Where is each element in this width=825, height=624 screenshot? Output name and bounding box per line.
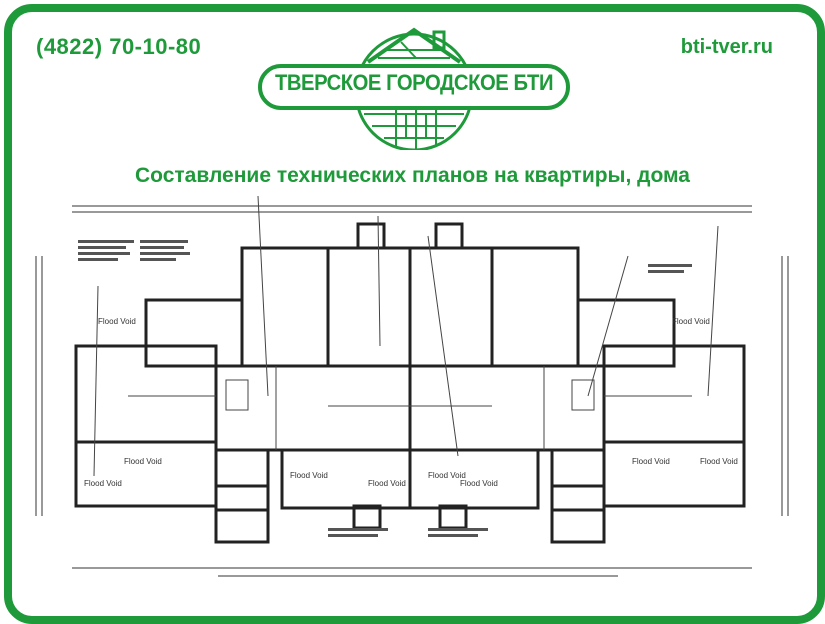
room-label: Flood Void <box>290 471 328 480</box>
room-label: Flood Void <box>700 457 738 466</box>
room-label: Flood Void <box>84 479 122 488</box>
room-label: Flood Void <box>460 479 498 488</box>
room-label: Flood Void <box>98 317 136 326</box>
room-label: Flood Void <box>124 457 162 466</box>
room-label: Flood Void <box>672 317 710 326</box>
floor-plan-svg: Flood Void Flood Void Flood Void Flood V… <box>35 195 789 577</box>
logo-emblem <box>258 27 570 152</box>
floor-plan-drawing: Flood Void Flood Void Flood Void Flood V… <box>28 195 798 591</box>
page-headline: Составление технических планов на кварти… <box>135 164 690 187</box>
room-label: Flood Void <box>368 479 406 488</box>
logo-text: ТВЕРСКОЕ ГОРОДСКОЕ БТИ <box>274 70 554 95</box>
room-label: Flood Void <box>428 471 466 480</box>
phone-number[interactable]: (4822) 70-10-80 <box>36 34 202 59</box>
room-label: Flood Void <box>632 457 670 466</box>
website-link[interactable]: bti-tver.ru <box>680 36 773 58</box>
bti-logo: ТВЕРСКОЕ ГОРОДСКОЕ БТИ <box>256 22 572 152</box>
